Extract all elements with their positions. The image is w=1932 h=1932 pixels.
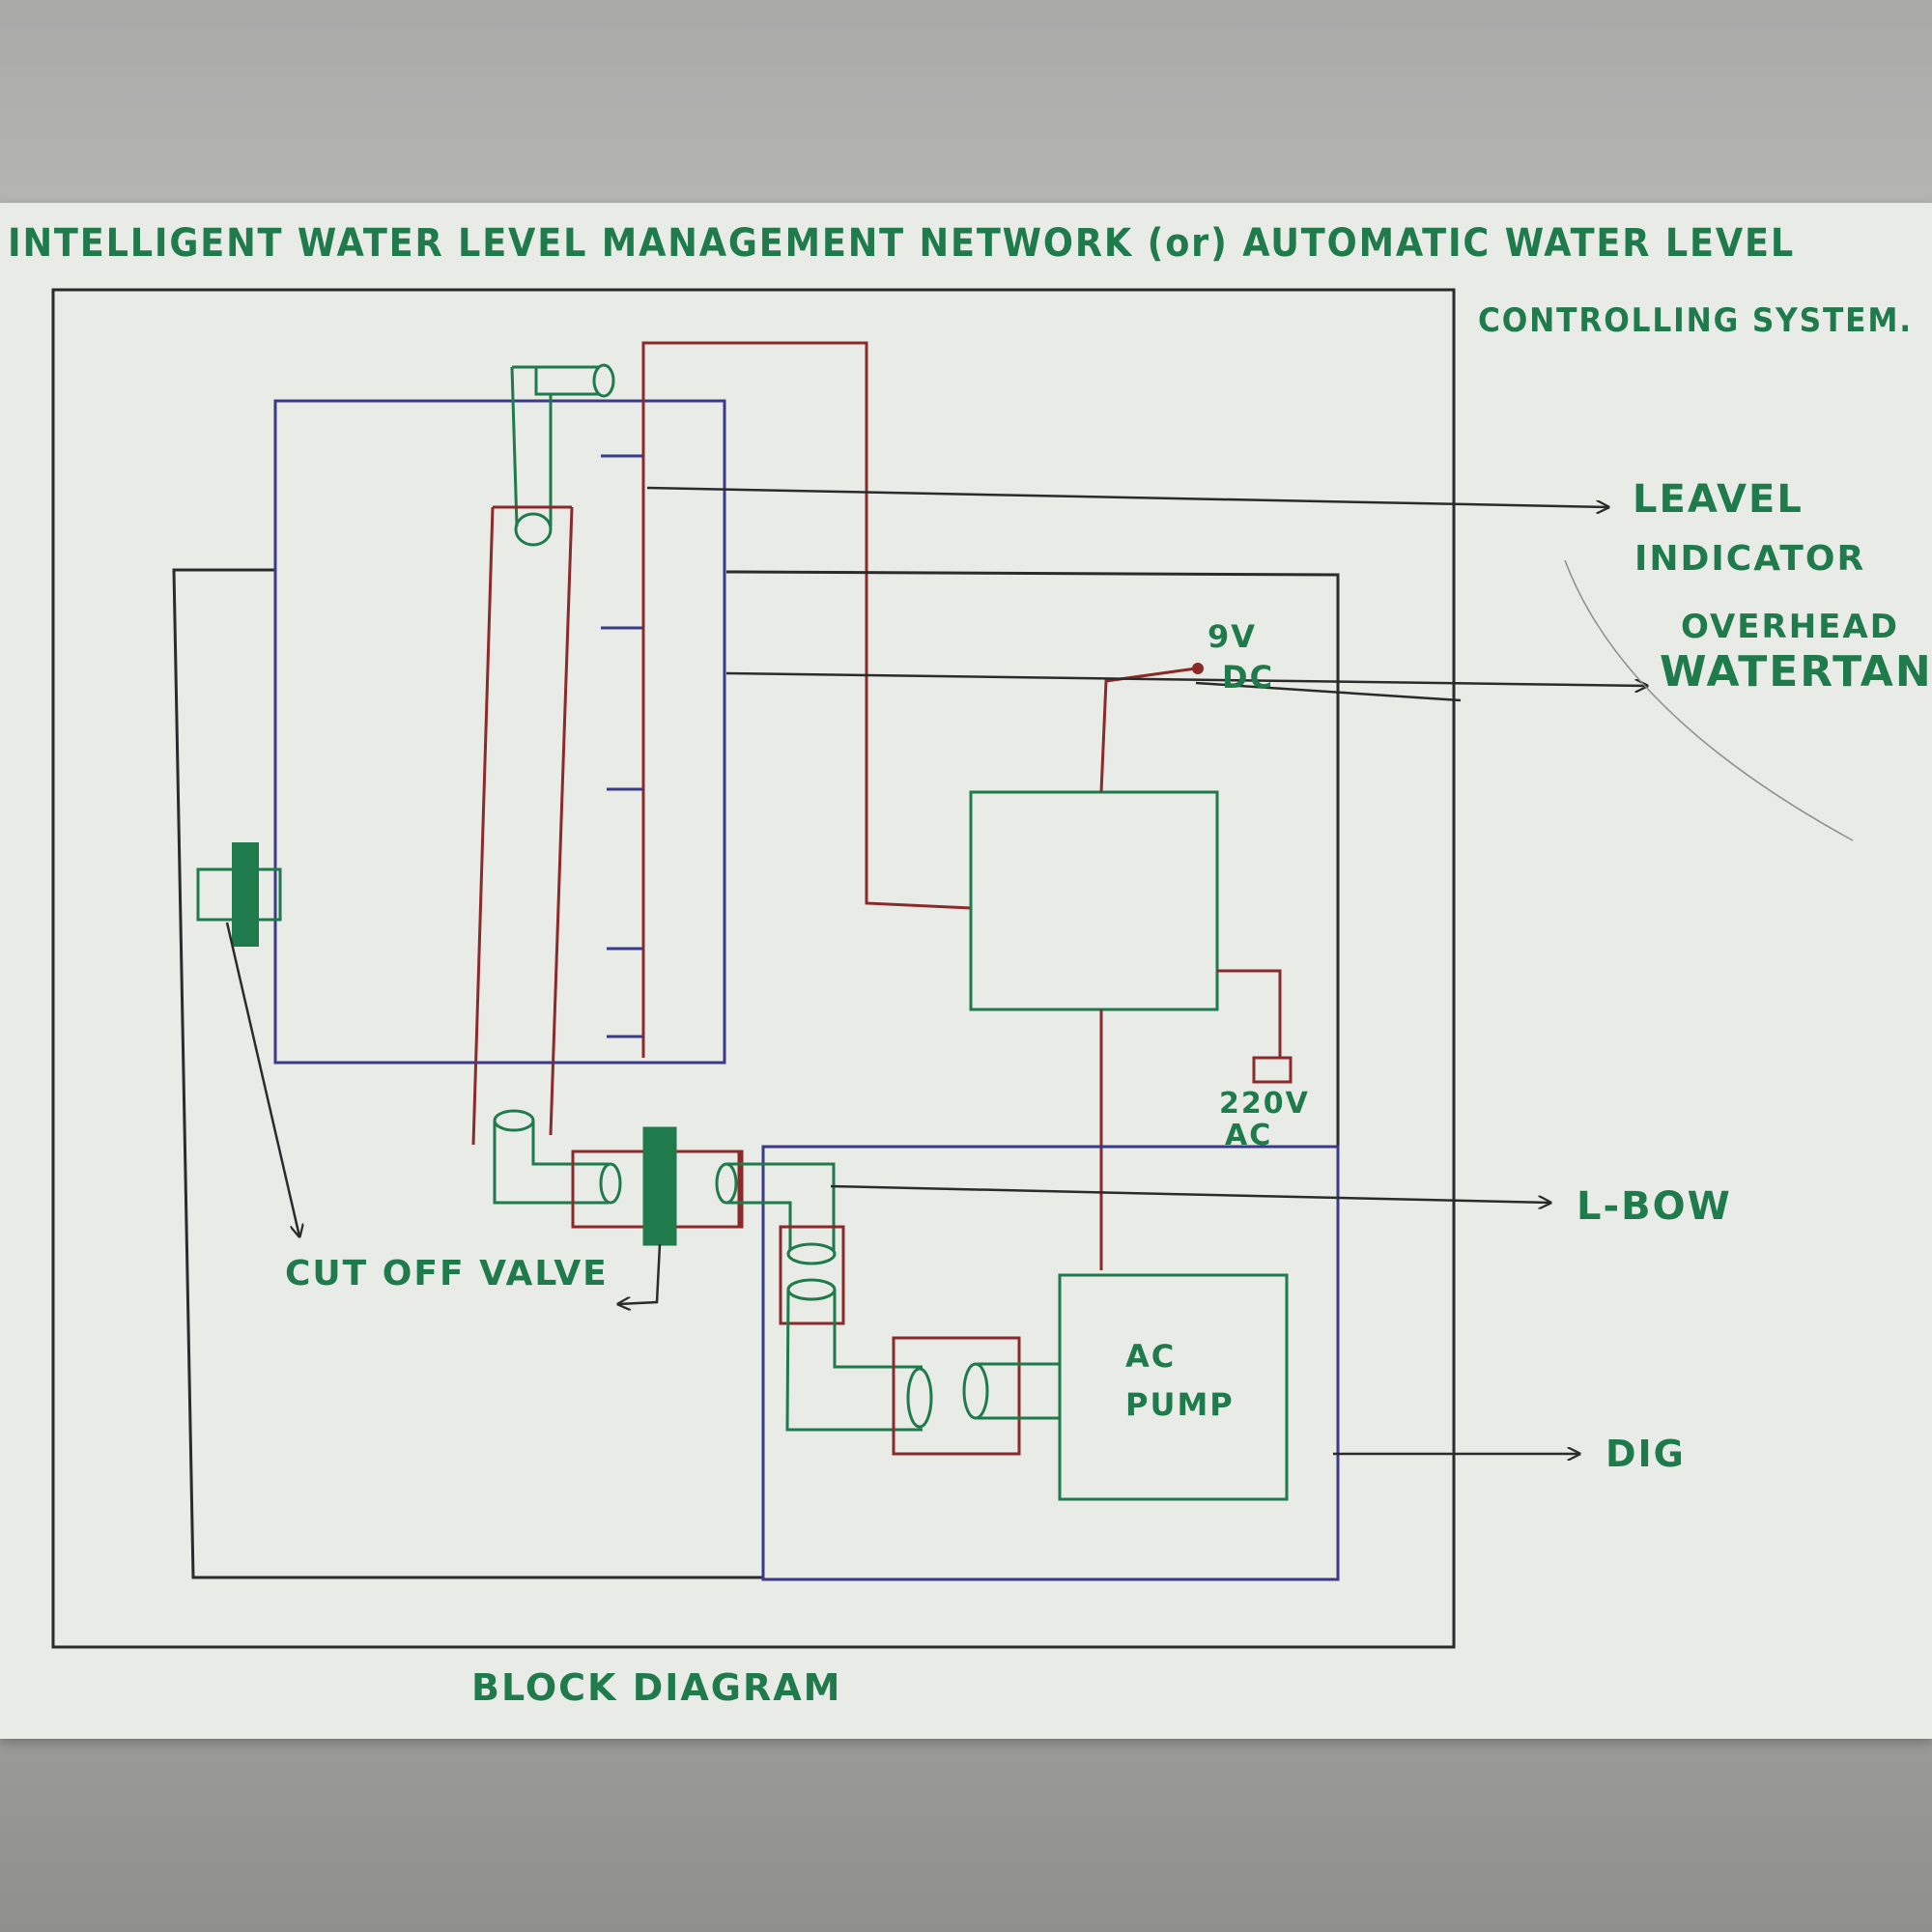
ac-plug-icon: [1252, 1056, 1293, 1084]
ac-supply-wire: [1217, 969, 1282, 1058]
pointer-inline-valve: [618, 1243, 662, 1304]
pointer-overhead-tank-2: [1195, 681, 1462, 702]
level-indicator-label-line-1: LEAVEL: [1633, 477, 1804, 522]
pointer-overhead-tank: [725, 671, 1647, 686]
drawing-board: INTELLIGENT WATER LEVEL MANAGEMENT NETWO…: [0, 203, 1932, 1739]
block-diagram: INTELLIGENT WATER LEVEL MANAGEMENT NETWO…: [8, 221, 1932, 1709]
dc-supply-label-line-1: 9V: [1208, 618, 1257, 655]
ac-supply-label-line-2: AC: [1225, 1119, 1272, 1152]
ac-pump: [1058, 1273, 1289, 1501]
side-cut-off-valve: [196, 842, 282, 947]
diagram-caption: BLOCK DIAGRAM: [471, 1666, 841, 1709]
pointer-level-indicator: [646, 486, 1608, 507]
support-frame: [725, 570, 1340, 1150]
pointer-elbow: [830, 1184, 1550, 1203]
diagram-title-line-1: INTELLIGENT WATER LEVEL MANAGEMENT NETWO…: [8, 221, 1795, 266]
pointer-cut-off-valve: [225, 922, 299, 1236]
overhead-water-tank: [273, 399, 726, 1065]
level-sensor-probes: [601, 454, 643, 1038]
dig-label: DIG: [1605, 1433, 1686, 1475]
diagram-title-line-2: CONTROLLING SYSTEM.: [1478, 301, 1913, 340]
pump-enclosure: [761, 1145, 1340, 1581]
pump-label-line-2: PUMP: [1125, 1386, 1235, 1423]
pump-label-line-1: AC: [1125, 1338, 1176, 1375]
ac-supply-label-line-1: 220V: [1219, 1087, 1310, 1121]
controller-box: [969, 790, 1219, 1011]
overhead-tank-label-line-1: OVERHEAD: [1681, 608, 1899, 646]
elbow-label: L-BOW: [1577, 1184, 1732, 1229]
dc-supply-label-line-2: DC: [1222, 659, 1274, 696]
level-indicator-label-line-2: INDICATOR: [1634, 539, 1865, 579]
dc-supply-wire: [1099, 667, 1197, 793]
inlet-pipe: [471, 363, 615, 1146]
overhead-tank-label-line-2: WATERTANK: [1660, 647, 1932, 696]
lower-pipeline: [493, 1109, 1060, 1456]
sump-tank-outline: [172, 568, 763, 1579]
dc-supply-terminal: [1192, 663, 1204, 674]
cut-line: [1564, 559, 1854, 841]
cut-off-valve-label: CUT OFF VALVE: [285, 1254, 609, 1293]
inline-valve-body: [642, 1126, 677, 1246]
level-indicator-strip: [641, 341, 972, 1058]
outer-ground-box: [51, 288, 1456, 1649]
